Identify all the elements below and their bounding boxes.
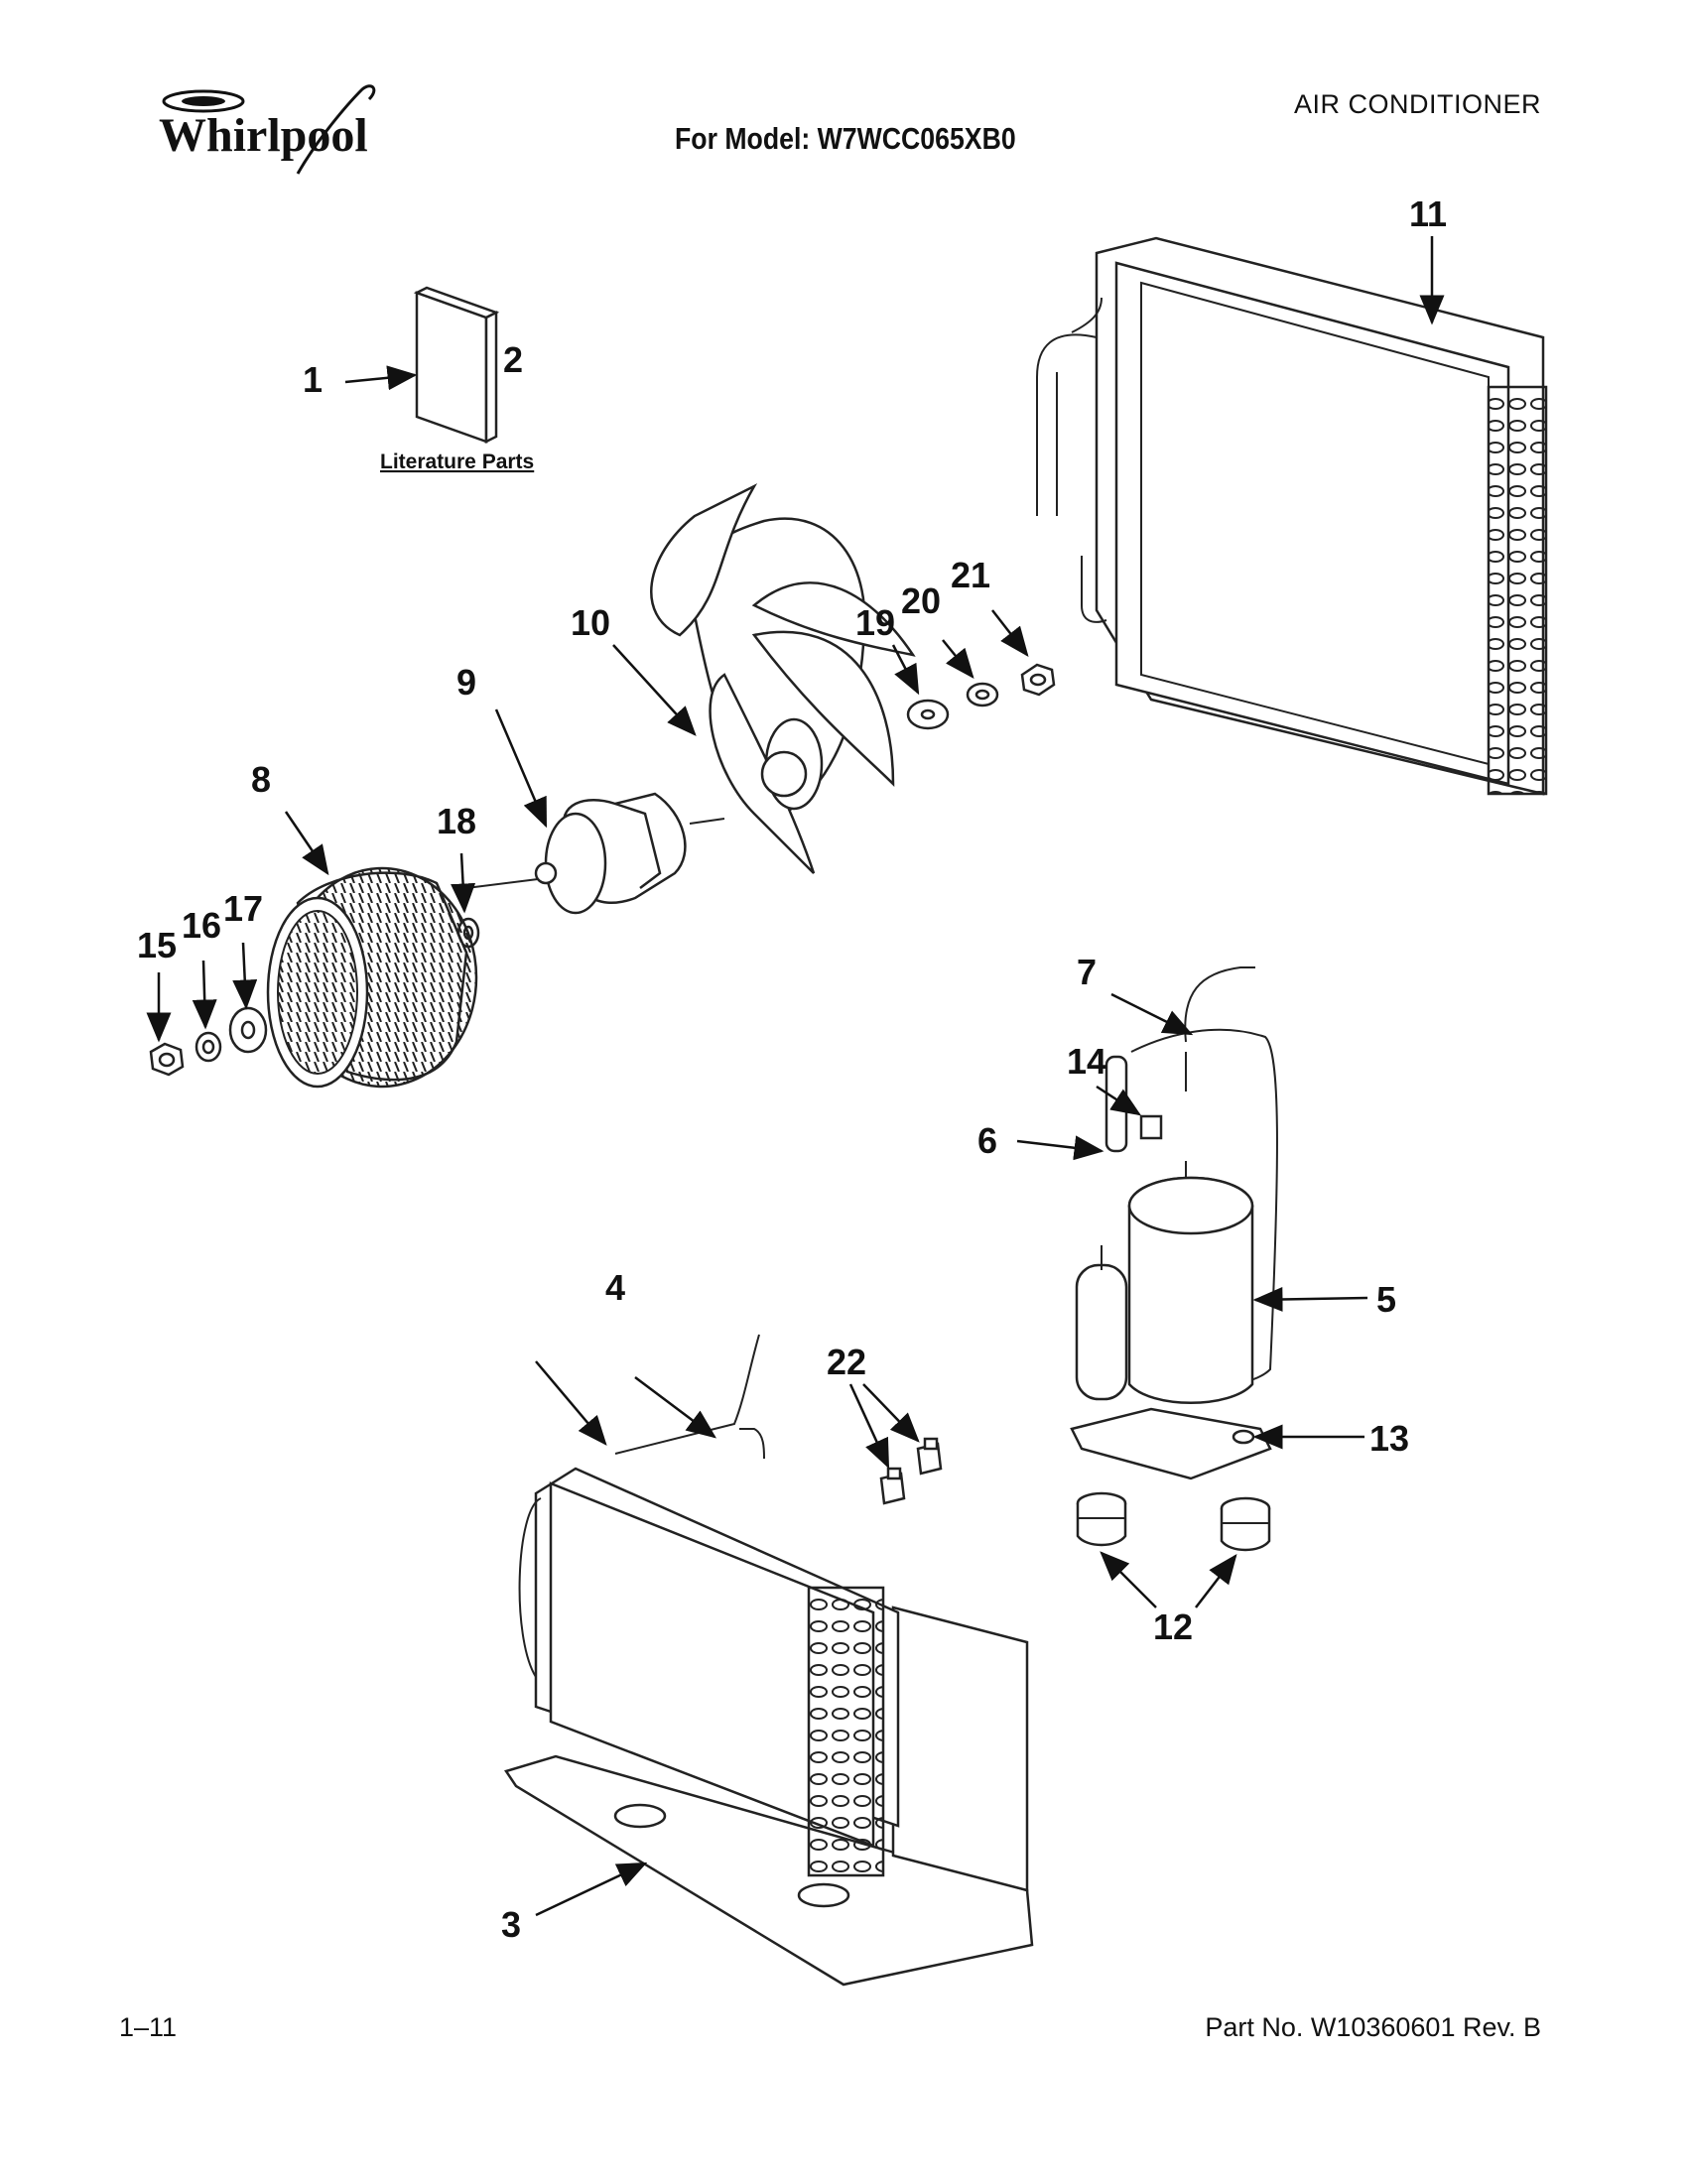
washer-20 bbox=[966, 682, 999, 707]
literature-booklet bbox=[413, 286, 500, 445]
page-number: 1–11 bbox=[119, 2012, 178, 2042]
callout-21: 21 bbox=[951, 555, 990, 595]
washer-16 bbox=[195, 1031, 222, 1063]
model-label: For Model: W7WCC065XB0 bbox=[675, 121, 1016, 156]
clip-22-lower bbox=[879, 1467, 906, 1505]
callout-6: 6 bbox=[977, 1120, 997, 1161]
nut-21 bbox=[1020, 663, 1056, 697]
clip-22-upper bbox=[916, 1437, 943, 1476]
washer-17 bbox=[228, 1006, 268, 1054]
callout-1: 1 bbox=[303, 359, 323, 400]
callout-22: 22 bbox=[827, 1342, 866, 1382]
callout-11: 11 bbox=[1409, 193, 1447, 234]
callout-7: 7 bbox=[1077, 952, 1097, 992]
callout-9: 9 bbox=[456, 662, 476, 703]
whirlpool-logo: Whirlpool bbox=[159, 84, 376, 175]
svg-text:Whirlpool: Whirlpool bbox=[159, 109, 368, 162]
callout-5: 5 bbox=[1376, 1279, 1396, 1320]
callout-19: 19 bbox=[855, 602, 895, 643]
callout-2: 2 bbox=[503, 339, 523, 380]
callout-3: 3 bbox=[501, 1904, 521, 1945]
callout-17: 17 bbox=[223, 888, 263, 929]
grommet-12-left bbox=[1076, 1491, 1127, 1547]
condenser-fan-blade bbox=[650, 483, 916, 874]
washer-19 bbox=[906, 699, 950, 730]
callout-10: 10 bbox=[571, 602, 610, 643]
condenser-coil bbox=[1036, 236, 1548, 796]
part-number: Part No. W10360601 Rev. B bbox=[1205, 2012, 1541, 2042]
callout-14: 14 bbox=[1067, 1041, 1106, 1082]
evaporator-coil bbox=[518, 1334, 900, 1877]
callout-13: 13 bbox=[1369, 1418, 1409, 1459]
category-label: AIR CONDITIONER bbox=[1293, 89, 1541, 119]
grommet-12-right bbox=[1220, 1496, 1271, 1552]
fan-motor bbox=[465, 792, 725, 915]
literature-parts-label: Literature Parts bbox=[380, 450, 534, 473]
callout-12: 12 bbox=[1153, 1606, 1193, 1647]
callout-18: 18 bbox=[437, 801, 476, 841]
callout-20: 20 bbox=[901, 580, 941, 621]
callout-8: 8 bbox=[251, 759, 271, 800]
leader-lines bbox=[146, 236, 1445, 1917]
base-pan bbox=[504, 1606, 1034, 1987]
callout-4: 4 bbox=[605, 1267, 625, 1308]
callout-15: 15 bbox=[137, 925, 177, 965]
blower-wheel bbox=[266, 866, 478, 1089]
nut-15 bbox=[149, 1042, 185, 1077]
callout-16: 16 bbox=[182, 905, 221, 946]
compressor-assembly bbox=[1070, 966, 1278, 1480]
